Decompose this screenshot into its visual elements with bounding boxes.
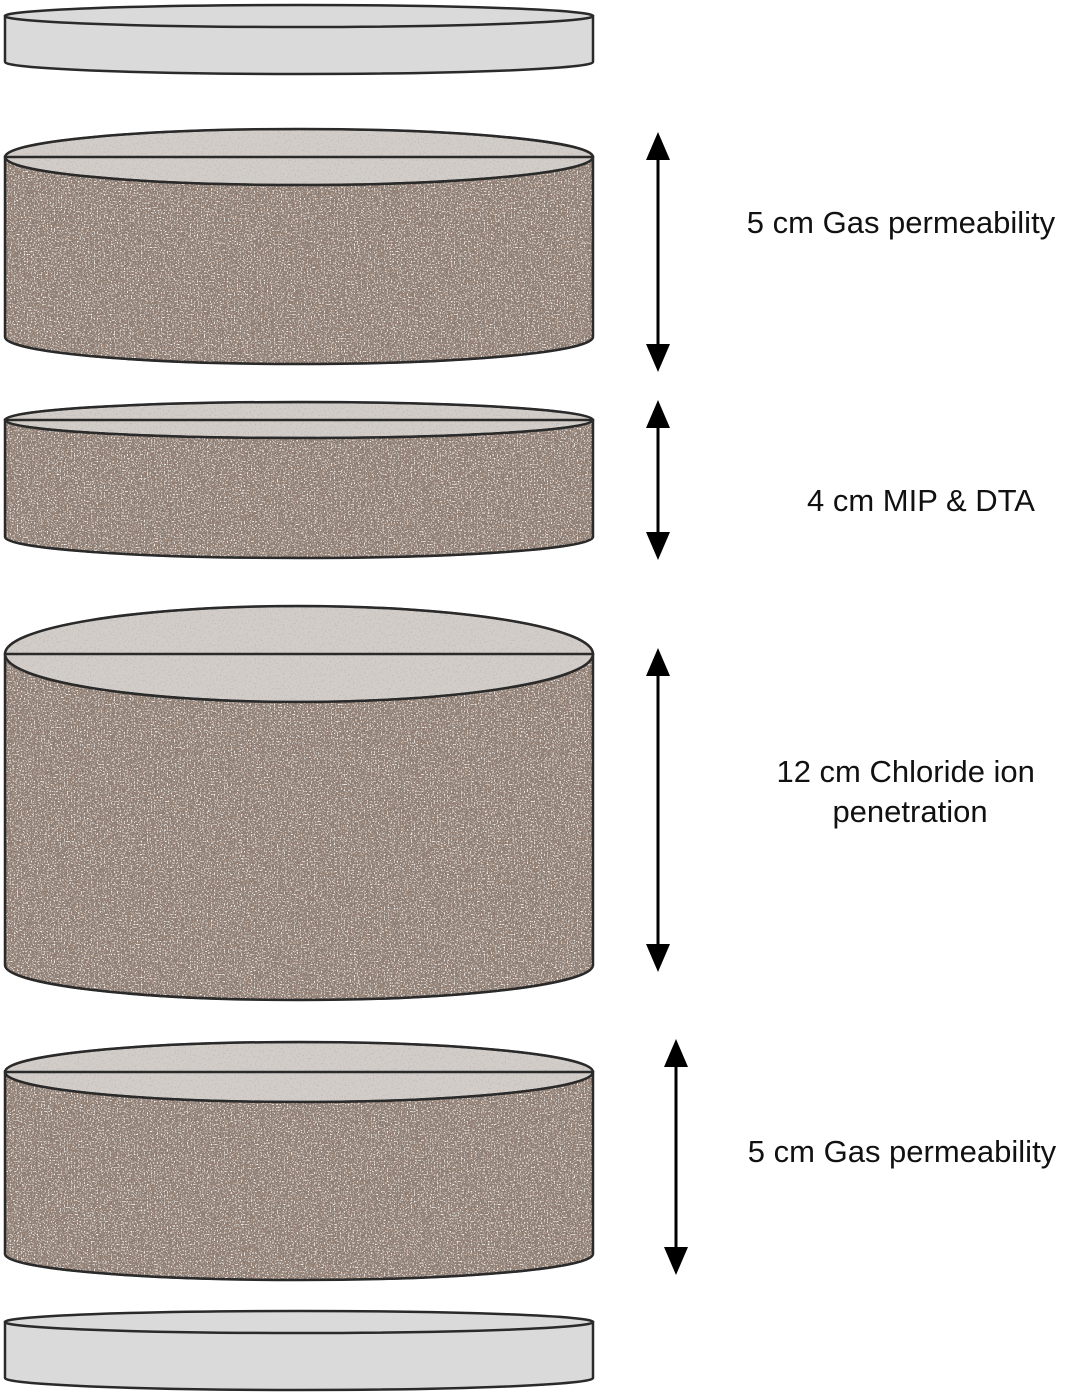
arrow-down-icon: [664, 1247, 688, 1275]
core-segment-4-side-outline: [3, 1070, 595, 1282]
dimension-arrow-2: [646, 400, 670, 560]
core-segment-4-top-outline: [3, 1040, 595, 1104]
segment-3-label-line-1: 12 cm Chloride ion: [776, 754, 1034, 789]
segment-1-label-line: 5 cm Gas permeability: [747, 205, 1056, 240]
dimension-arrow-1: [646, 132, 670, 372]
core-segment-2-side: [3, 418, 595, 560]
core-segment-3-top-outline: [3, 604, 595, 704]
segment-4-label-line: 5 cm Gas permeability: [748, 1134, 1057, 1169]
dimension-arrow-3: [646, 648, 670, 972]
segment-3-label-line-2: penetration: [832, 794, 987, 829]
core-segment-2-top-outline: [3, 400, 595, 440]
top-end-plate-top: [3, 3, 595, 29]
arrow-up-icon: [646, 132, 670, 160]
arrow-down-icon: [646, 532, 670, 560]
arrow-up-icon: [664, 1039, 688, 1067]
core-segment-1: [3, 127, 595, 366]
bottom-end-plate: [3, 1309, 595, 1392]
arrow-up-icon: [646, 648, 670, 676]
arrow-down-icon: [646, 944, 670, 972]
top-end-plate: [3, 3, 595, 76]
top-end-plate-body: [3, 14, 595, 76]
core-segment-1-top-outline: [3, 127, 595, 187]
segment-4-label: 5 cm Gas permeability: [748, 1134, 1057, 1169]
dimension-arrow-4: [664, 1039, 688, 1275]
core-segment-3: [3, 604, 595, 1002]
segment-2-label: 4 cm MIP & DTA: [807, 483, 1035, 518]
core-segment-4: [3, 1040, 595, 1282]
core-segment-1-side-outline: [3, 155, 595, 366]
core-segment-2-side-outline: [3, 418, 595, 560]
segment-3-label: 12 cm Chloride ion penetration: [776, 754, 1043, 829]
core-segment-3-side: [3, 652, 595, 1002]
core-segment-3-side-outline: [3, 652, 595, 1002]
segment-1-label: 5 cm Gas permeability: [747, 205, 1056, 240]
bottom-end-plate-body: [3, 1320, 595, 1392]
bottom-end-plate-top: [3, 1309, 595, 1335]
arrow-up-icon: [646, 400, 670, 428]
core-segment-1-side: [3, 155, 595, 366]
core-segment-2: [3, 400, 595, 560]
segment-2-label-line: 4 cm MIP & DTA: [807, 483, 1035, 518]
arrow-down-icon: [646, 344, 670, 372]
